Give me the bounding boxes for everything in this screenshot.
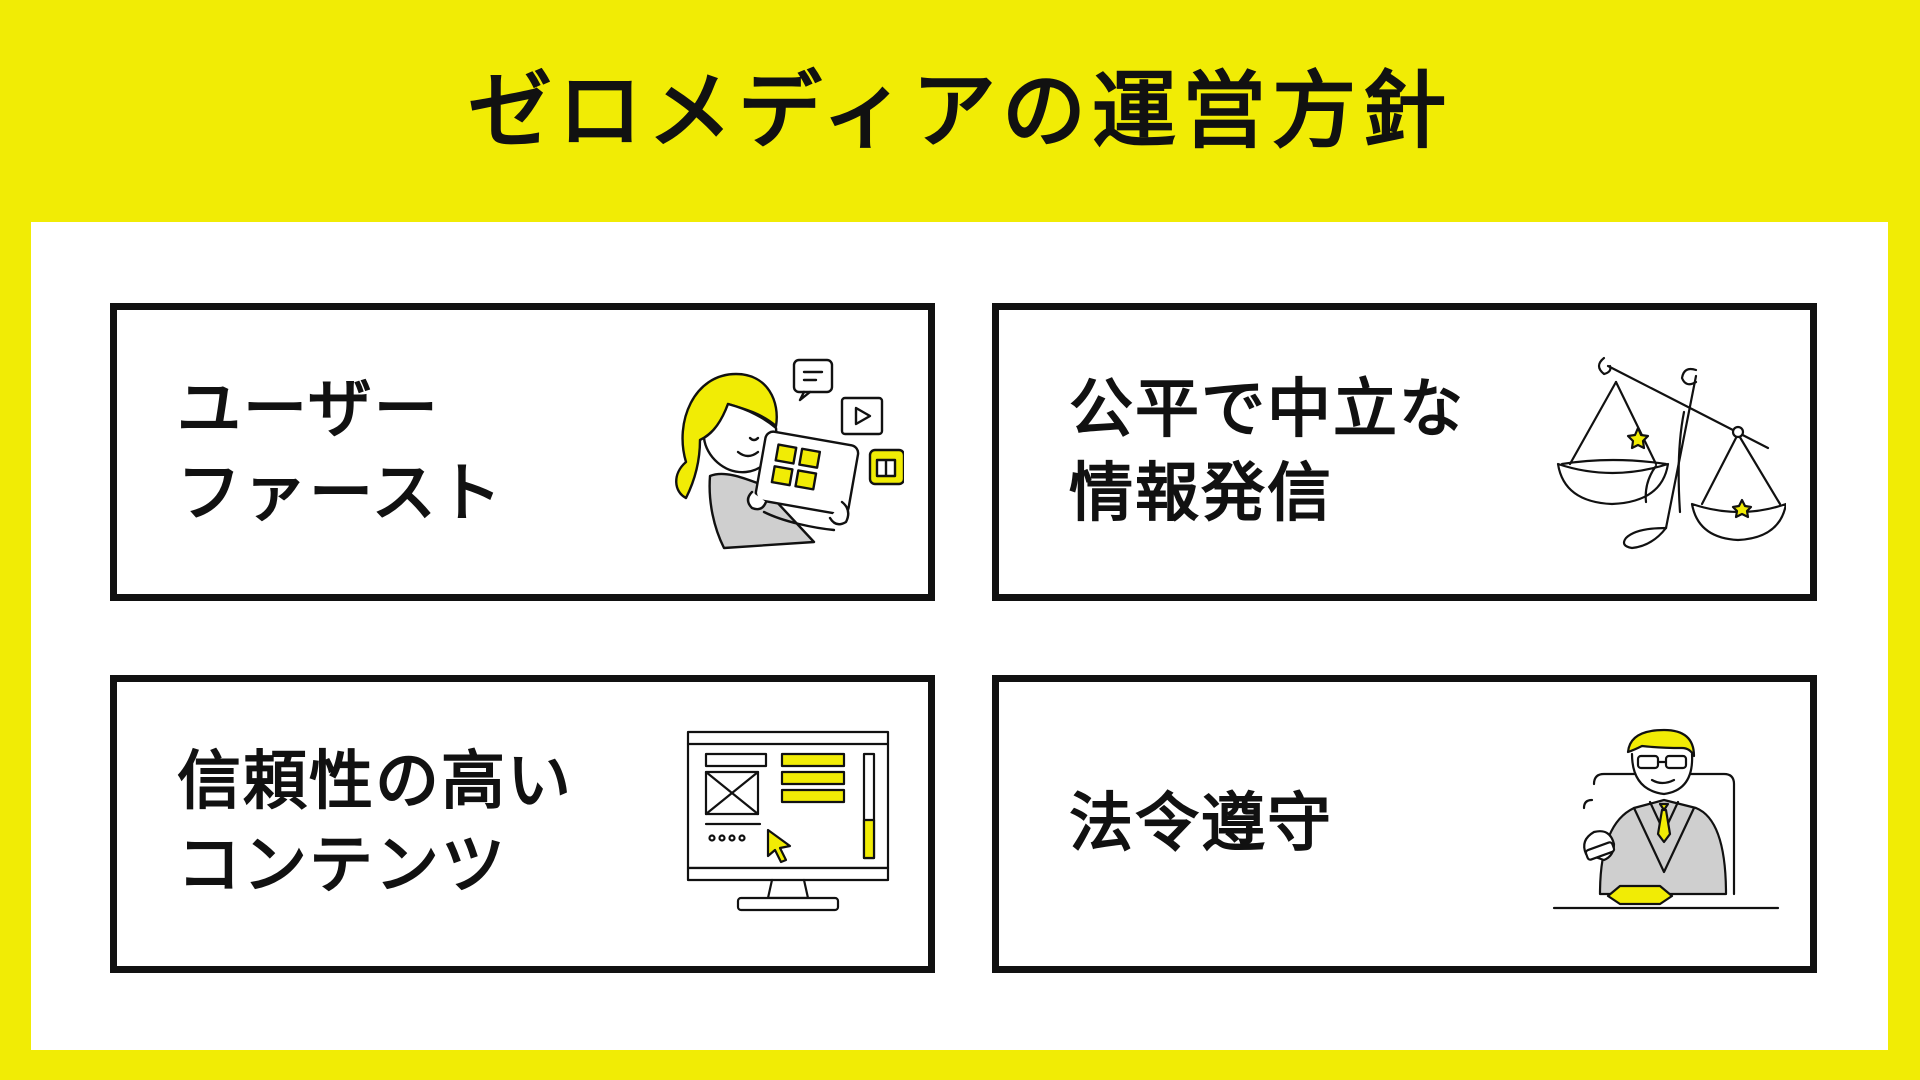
page-title: ゼロメディアの運営方針 [467,62,1453,160]
card-label-line: コンテンツ [177,829,507,903]
computer-monitor-icon [664,724,904,924]
policy-card-compliance: 法令遵守 [992,675,1817,973]
card-label: 公平で中立な 情報発信 [1069,310,1465,594]
card-label: 法令遵守 [1069,682,1333,966]
balance-scale-icon [1546,352,1786,552]
header: ゼロメディアの運営方針 [0,0,1920,222]
card-label: 信頼性の高い コンテンツ [177,682,573,966]
policy-card-reliable-content: 信頼性の高い コンテンツ [110,675,935,973]
policy-card-user-first: ユーザー ファースト [110,303,935,601]
card-label-line: 情報発信 [1069,457,1333,531]
card-label-line: 公平で中立な [1069,372,1465,447]
user-with-tablet-icon [664,352,904,552]
card-label: ユーザー ファースト [177,310,504,594]
judge-with-gavel-icon [1546,724,1786,924]
card-label-line: 法令遵守 [1069,786,1333,861]
card-label-line: ファースト [177,457,504,531]
card-label-line: 信頼性の高い [177,744,573,819]
content-panel: ユーザー ファースト [31,222,1888,1050]
policy-card-fair-neutral: 公平で中立な 情報発信 [992,303,1817,601]
card-label-line: ユーザー [177,372,440,447]
